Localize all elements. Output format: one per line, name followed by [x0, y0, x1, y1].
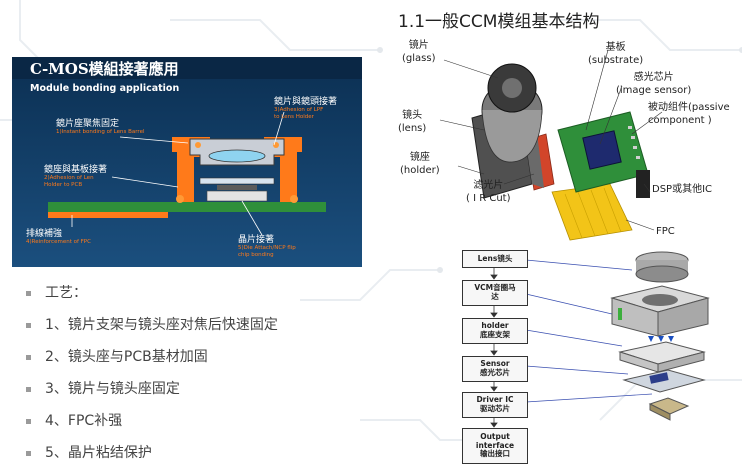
flow-box-vcm: VCM音圈马 达: [462, 280, 528, 306]
panel-heading: C-MOS模組接著應用: [30, 60, 179, 78]
panel-subheading: Module bonding application: [30, 83, 180, 94]
vcm-exploded-diagram: [490, 251, 710, 428]
label-passive-component: 被动组件(passive component ): [648, 102, 730, 126]
bullet-icon: [26, 322, 31, 328]
flow-box-sensor: Sensor 感光芯片: [462, 356, 528, 382]
annotation-lens-barrel: 鏡片座聚焦固定 1)Instant bonding of Lens Barrel: [56, 119, 145, 136]
bullet-icon: [26, 418, 31, 424]
page-title: 1.1一般CCM模组基本结构: [398, 12, 600, 32]
bullet-icon: [26, 354, 31, 360]
annotation-holder-pcb: 鏡座與基板接著 2)Adhesion of Len Holder to PCB: [44, 165, 108, 188]
process-step: 4、FPC补强: [26, 410, 122, 430]
process-label: 工艺：: [26, 282, 87, 302]
label-fpc: FPC: [656, 226, 675, 237]
label-holder: 镜座 (holder): [400, 152, 440, 176]
label-lens: 镜头 (lens): [398, 110, 427, 134]
process-step: 2、镜头座与PCB基材加固: [26, 346, 208, 366]
ccm-exploded-diagram: [439, 49, 663, 241]
fpc-reinforcement: [48, 212, 168, 218]
bonding-diagram: [12, 57, 362, 267]
bullet-icon: [26, 290, 31, 296]
label-glass: 镜片 (glass): [402, 40, 436, 64]
label-ir-cut: 滤光片 ( I R Cut): [466, 180, 511, 204]
process-step: 3、镜片与镜头座固定: [26, 378, 180, 398]
flow-box-output-interface: Output interface 输出接口: [462, 428, 528, 464]
label-substrate: 基板 (substrate): [588, 42, 644, 66]
pcb-board: [48, 202, 326, 212]
annotation-die: 晶片接著 5)Die Attach/NCP flip chip bonding: [238, 235, 296, 258]
flow-box-holder: holder 底座支架: [462, 318, 528, 344]
annotation-fpc: 排線補強 4)Reinforcement of FPC: [26, 229, 91, 246]
label-image-sensor: 感光芯片 (image sensor): [616, 72, 692, 96]
bullet-icon: [26, 386, 31, 392]
process-step: 5、晶片粘结保护: [26, 442, 152, 462]
dsp-ic: [636, 170, 650, 198]
image-sensor-chip: [582, 130, 622, 170]
annotation-lpf: 鏡片與鏡頭接著 3)Adhesion of LPF to Lens Holder: [274, 97, 338, 120]
lens-element: [208, 149, 266, 163]
process-step: 1、镜片支架与镜头座对焦后快速固定: [26, 314, 278, 334]
flow-box-driver-ic: Driver IC 驱动芯片: [462, 392, 528, 418]
label-dsp: DSP或其他IC: [652, 184, 713, 195]
die-top: [217, 185, 257, 190]
lpf-glass: [199, 177, 275, 185]
bullet-icon: [26, 450, 31, 456]
flow-box-lens: Lens镜头: [462, 250, 528, 268]
sensor-die: [206, 190, 268, 202]
bonding-application-panel: C-MOS模組接著應用 Module bonding application 鏡…: [12, 57, 362, 267]
